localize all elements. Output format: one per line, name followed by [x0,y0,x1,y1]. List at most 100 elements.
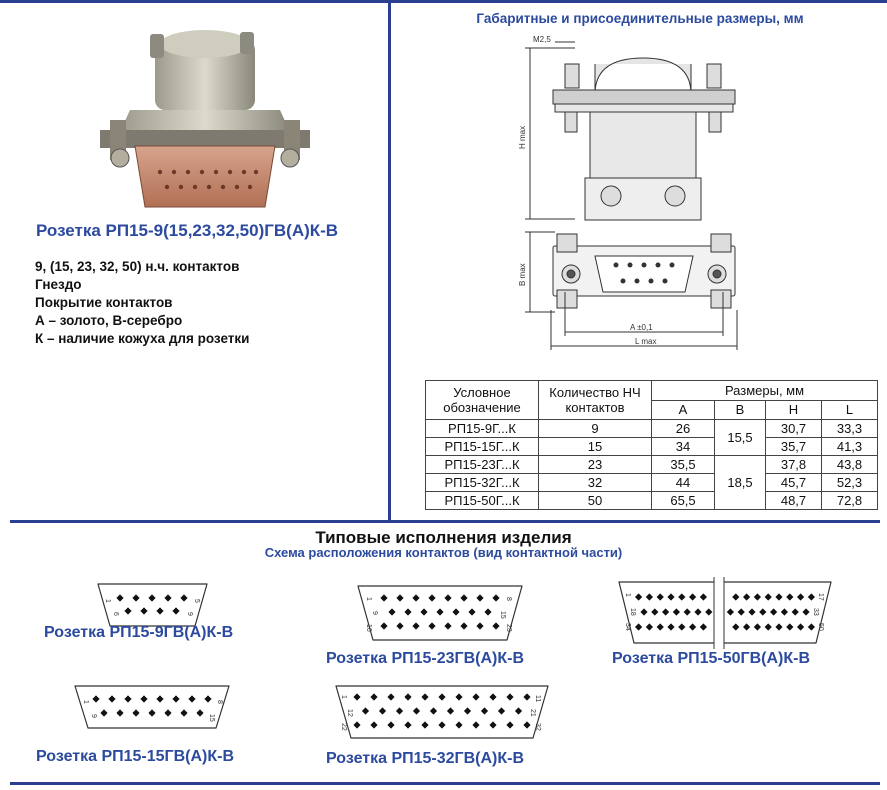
contact-pin [380,622,388,630]
contact-pin [204,695,212,703]
pin-label: 50 [817,623,824,631]
spec-coating: Покрытие контактов [35,295,173,310]
pin-label: 1 [624,593,631,597]
table-row: РП15-50Г...К 50 65,5 48,7 72,8 [425,491,878,510]
pin-label: 12 [346,709,353,717]
pin-label: 21 [529,709,536,717]
header-h: H [765,399,822,420]
contact-pin [395,707,404,715]
contact-pin [759,608,767,616]
contact-pin [455,721,463,729]
cell-h: 37,8 [765,455,822,474]
contact-pin [705,608,713,616]
contact-pin [156,695,164,703]
pin-label: 9 [371,611,378,615]
product-title: Розетка РП15-9(15,23,32,50)ГВ(А)К-В [36,221,339,240]
contact-pin [455,693,463,701]
top-rule [0,0,887,3]
spec-type: Гнездо [35,277,82,292]
pin-label: 8 [216,700,223,704]
contact-pin [506,693,514,701]
contact-pin [444,622,452,630]
contact-pin [446,707,455,715]
connector-photo [100,30,310,208]
pin-label: 16 [365,624,372,632]
contact-pin [429,707,438,715]
contact-pin [180,594,188,602]
cell-a: 34 [651,437,715,456]
cell-l: 52,3 [821,473,878,492]
header-a: A [651,399,715,420]
middle-rule [10,520,880,523]
contact-pin [667,623,675,631]
cell-contacts: 9 [538,419,652,438]
contact-pin [489,693,497,701]
contact-pin [775,623,783,631]
contact-pin [124,695,132,703]
contact-pin [651,608,659,616]
contact-pin [387,721,395,729]
pinout-50: 1 17 18 33 34 50 [618,577,832,649]
table-row: РП15-23Г...К 23 35,5 18,5 37,8 43,8 [425,455,878,510]
header-contacts: Количество НЧ контактов [538,380,652,420]
contact-pin [678,593,686,601]
pin-label: 22 [340,723,347,731]
contact-pin [472,721,480,729]
contact-pin [172,695,180,703]
contact-pin [124,607,132,615]
contact-pin [92,695,100,703]
contact-pin [748,608,756,616]
variant-label-32: Розетка РП15-32ГВ(А)К-В [326,750,525,767]
contact-pin [786,593,794,601]
header-sizes: Размеры, мм [651,380,878,401]
bottom-rule [10,782,880,785]
contact-pin [484,608,492,616]
pinout-15: 1 8 9 15 [74,685,230,729]
contact-pin [667,593,675,601]
variant-label-15: Розетка РП15-15ГВ(А)К-В [36,748,235,765]
dim-a-label: A ±0,1 [630,323,653,332]
contact-pin [370,693,378,701]
header-b: B [714,399,766,420]
cell-l: 43,8 [821,455,878,474]
contact-pin [148,594,156,602]
contact-pin [172,607,180,615]
contact-pin [786,623,794,631]
contact-pin [370,721,378,729]
contact-pin [506,721,514,729]
contact-pin [497,707,506,715]
spec-contacts: 9, (15, 23, 32, 50) н.ч. контактов [35,259,240,274]
dim-m-label: M2,5 [533,35,551,44]
dimensions-title: Габаритные и присоединительные размеры, … [476,11,804,26]
contact-pin [444,594,452,602]
table-row: РП15-32Г...К 32 44 45,7 52,3 [425,473,878,492]
contact-pin [412,707,421,715]
contact-pin [460,622,468,630]
contact-pin [523,693,531,701]
pinout-32: 1 11 12 21 22 32 [335,685,549,739]
pinout-23: 1 8 9 15 16 23 [357,585,523,641]
cell-b: 15,5 [714,419,766,456]
contact-pin [140,695,148,703]
header-designation: Условное обозначение [425,380,539,420]
contact-pin [388,608,396,616]
pin-label: 33 [812,608,819,616]
cell-a: 26 [651,419,715,438]
spec-housing: К – наличие кожуха для розетки [35,331,250,346]
cell-designation: РП15-32Г...К [425,473,539,492]
pinout-9: 1 5 6 9 [97,583,208,627]
contact-pin [404,721,412,729]
contact-pin [188,695,196,703]
cell-designation: РП15-50Г...К [425,491,539,510]
contact-pin [476,594,484,602]
contact-pin [404,693,412,701]
contact-pin [489,721,497,729]
contact-pin [421,693,429,701]
cell-h: 30,7 [765,419,822,438]
cell-contacts: 50 [538,491,652,510]
contact-pin [380,594,388,602]
contact-pin [100,709,108,717]
contact-pin [436,608,444,616]
contact-pin [656,593,664,601]
pin-label: 34 [624,623,631,631]
